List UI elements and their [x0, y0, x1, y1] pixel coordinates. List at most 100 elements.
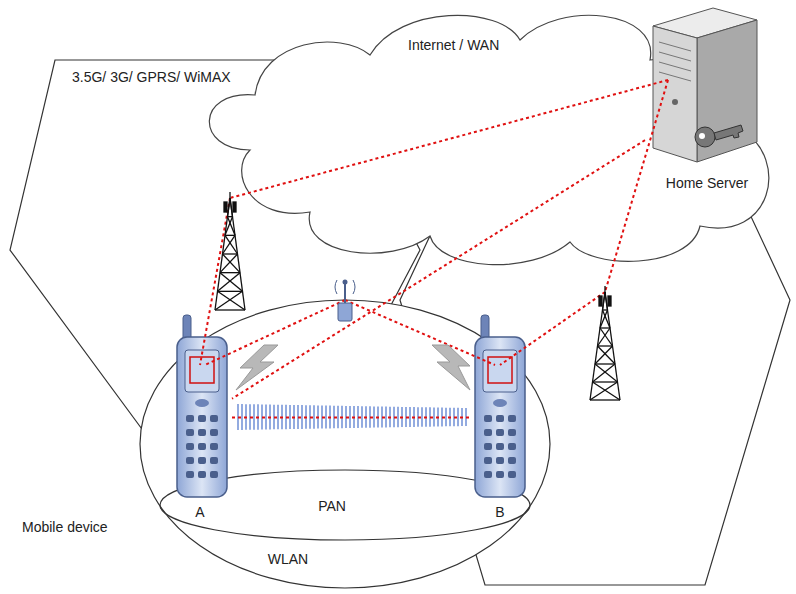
tower-brace [225, 235, 238, 254]
tower-brace [215, 291, 243, 310]
signal-stroke [409, 407, 411, 427]
tower-brace [215, 309, 245, 310]
ap-antenna [344, 282, 346, 305]
signal-stroke [361, 406, 363, 428]
tower-brace [218, 291, 246, 310]
lightning-bolt [432, 345, 470, 390]
signal-stroke [241, 404, 243, 430]
tower-brace [593, 382, 621, 400]
ap-tip [343, 280, 348, 285]
radio-link [345, 300, 495, 365]
radio-link [200, 198, 230, 365]
wlan-ellipse: WLAN PAN A B [140, 300, 550, 588]
text-holder: Home Server [666, 174, 748, 192]
radio-links [200, 80, 668, 365]
tower-brace [223, 253, 238, 254]
tower-brace [220, 254, 238, 273]
signal-stroke [397, 407, 399, 427]
tower-brace [223, 254, 241, 273]
tower-mast [604, 286, 605, 292]
node-label: WLAN [268, 551, 308, 567]
ap-waves [335, 280, 355, 294]
home-server-outline [645, 2, 770, 200]
tower-brace [590, 399, 620, 400]
signal-stroke [385, 407, 387, 428]
tower-brace [225, 217, 233, 236]
tower-antenna [608, 296, 611, 306]
signal-stroke [277, 405, 279, 430]
tower-antenna [224, 202, 227, 212]
tower-brace [218, 273, 241, 292]
text-holder: PAN [318, 497, 346, 515]
signal-stroke [253, 404, 255, 429]
text-holder: B [495, 503, 504, 521]
tower-brace [595, 364, 618, 382]
mobile-device-outline [172, 315, 232, 520]
access-point [335, 280, 355, 322]
tower-brace [598, 328, 611, 346]
text-holder: WLAN [268, 550, 308, 568]
tower-brace [600, 310, 608, 328]
tower-brace [600, 328, 613, 346]
mobile-device: A [172, 315, 232, 520]
tower-brace [220, 273, 243, 292]
link-line [232, 140, 645, 399]
text-holder: Mobile device [22, 518, 108, 536]
cell-tower [590, 286, 620, 400]
signal-stroke [445, 408, 447, 427]
node-label: PAN [318, 498, 346, 514]
signal-stroke [325, 406, 327, 429]
tower-brace [595, 346, 613, 364]
signal-stroke [301, 405, 303, 429]
tower-antenna [233, 202, 236, 212]
mobile-device: B [470, 315, 530, 520]
node-label: Home Server [666, 175, 748, 191]
signal-stroke [373, 406, 375, 427]
text-holder: Internet / WAN [408, 36, 499, 54]
tower-brace [598, 345, 613, 346]
node-label: A [195, 504, 204, 520]
node-label: B [495, 504, 504, 520]
radio-link [605, 80, 668, 292]
node-label: Internet / WAN [408, 37, 499, 53]
cell-tower [215, 192, 245, 310]
tower-brace [593, 381, 618, 382]
text-holder: 3.5G/ 3G/ GPRS/ WiMAX [72, 68, 231, 86]
tower-brace [225, 235, 235, 236]
signal-stroke [349, 406, 351, 428]
tower-brace [218, 291, 243, 292]
signal-stroke [433, 407, 435, 426]
signal-stroke [337, 406, 339, 428]
tower-antenna [599, 296, 602, 306]
tower-brace [223, 235, 236, 254]
signal-stroke [313, 405, 315, 428]
signal-stroke [457, 408, 459, 426]
tower-brace [230, 198, 233, 217]
tower-brace [605, 292, 608, 310]
link-line [232, 417, 470, 419]
tower-brace [603, 292, 606, 310]
tower-brace [590, 382, 618, 400]
radio-link [500, 292, 605, 365]
home-server: Home Server [645, 2, 770, 200]
ap-body [338, 303, 352, 321]
tower-brace [593, 364, 616, 382]
device-label: Mobile device [22, 519, 108, 535]
tower-mast [229, 192, 230, 198]
signal-stroke [289, 405, 291, 429]
radio-link [230, 80, 668, 198]
mobile-device-outline [470, 315, 530, 520]
tower-brace [595, 363, 615, 364]
text-holder: A [195, 503, 204, 521]
tower-brace [228, 198, 231, 217]
tower-brace [220, 272, 240, 273]
tower-brace [598, 346, 616, 364]
signal-stroke [421, 407, 423, 427]
node-label: 3.5G/ 3G/ GPRS/ WiMAX [72, 69, 231, 85]
tower-brace [600, 327, 610, 328]
radio-link [205, 300, 345, 365]
signal-stroke [265, 404, 267, 429]
